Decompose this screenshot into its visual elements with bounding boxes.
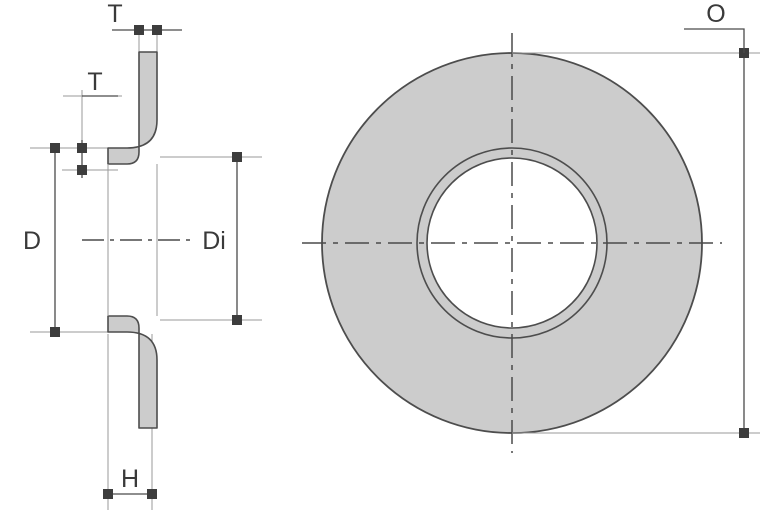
dimension-marker-h-left	[103, 489, 113, 499]
dimension-marker-t-top-left	[134, 25, 144, 35]
dimension-label-t-top: T	[107, 0, 122, 28]
dimension-t-top: T	[107, 0, 182, 35]
dimension-o: O	[512, 0, 760, 438]
front-view-annulus-fill	[321, 53, 702, 433]
dimension-leader-o	[684, 28, 745, 53]
dimension-marker-o-bottom	[739, 428, 749, 438]
dimension-marker-di-top	[232, 152, 242, 162]
dimension-h: H	[103, 465, 157, 499]
dimension-label-t-side: T	[87, 68, 102, 96]
dimension-label-di: Di	[202, 227, 226, 255]
dimension-marker-t-side-bottom	[77, 165, 87, 175]
dimension-label-d: D	[23, 227, 41, 255]
dimension-marker-d-top	[50, 143, 60, 153]
dimension-label-o: O	[706, 0, 725, 28]
dimension-t-side: T	[77, 68, 118, 178]
section-bore-lines	[107, 164, 158, 316]
dimension-marker-t-top-right	[152, 25, 162, 35]
dimension-marker-di-bottom	[232, 315, 242, 325]
dimension-label-h: H	[121, 465, 139, 493]
section-lower-flange-profile	[107, 315, 158, 429]
dimension-marker-t-side-top	[77, 143, 87, 153]
cross-section-view: T T D Di H	[23, 0, 262, 510]
dimension-marker-d-bottom	[50, 327, 60, 337]
dimension-marker-h-right	[147, 489, 157, 499]
front-view: O	[302, 0, 760, 453]
dimension-d: D	[23, 143, 60, 337]
dimension-di: Di	[202, 152, 242, 325]
section-upper-flange-profile	[107, 51, 158, 165]
front-view-inner-circle	[426, 157, 598, 329]
